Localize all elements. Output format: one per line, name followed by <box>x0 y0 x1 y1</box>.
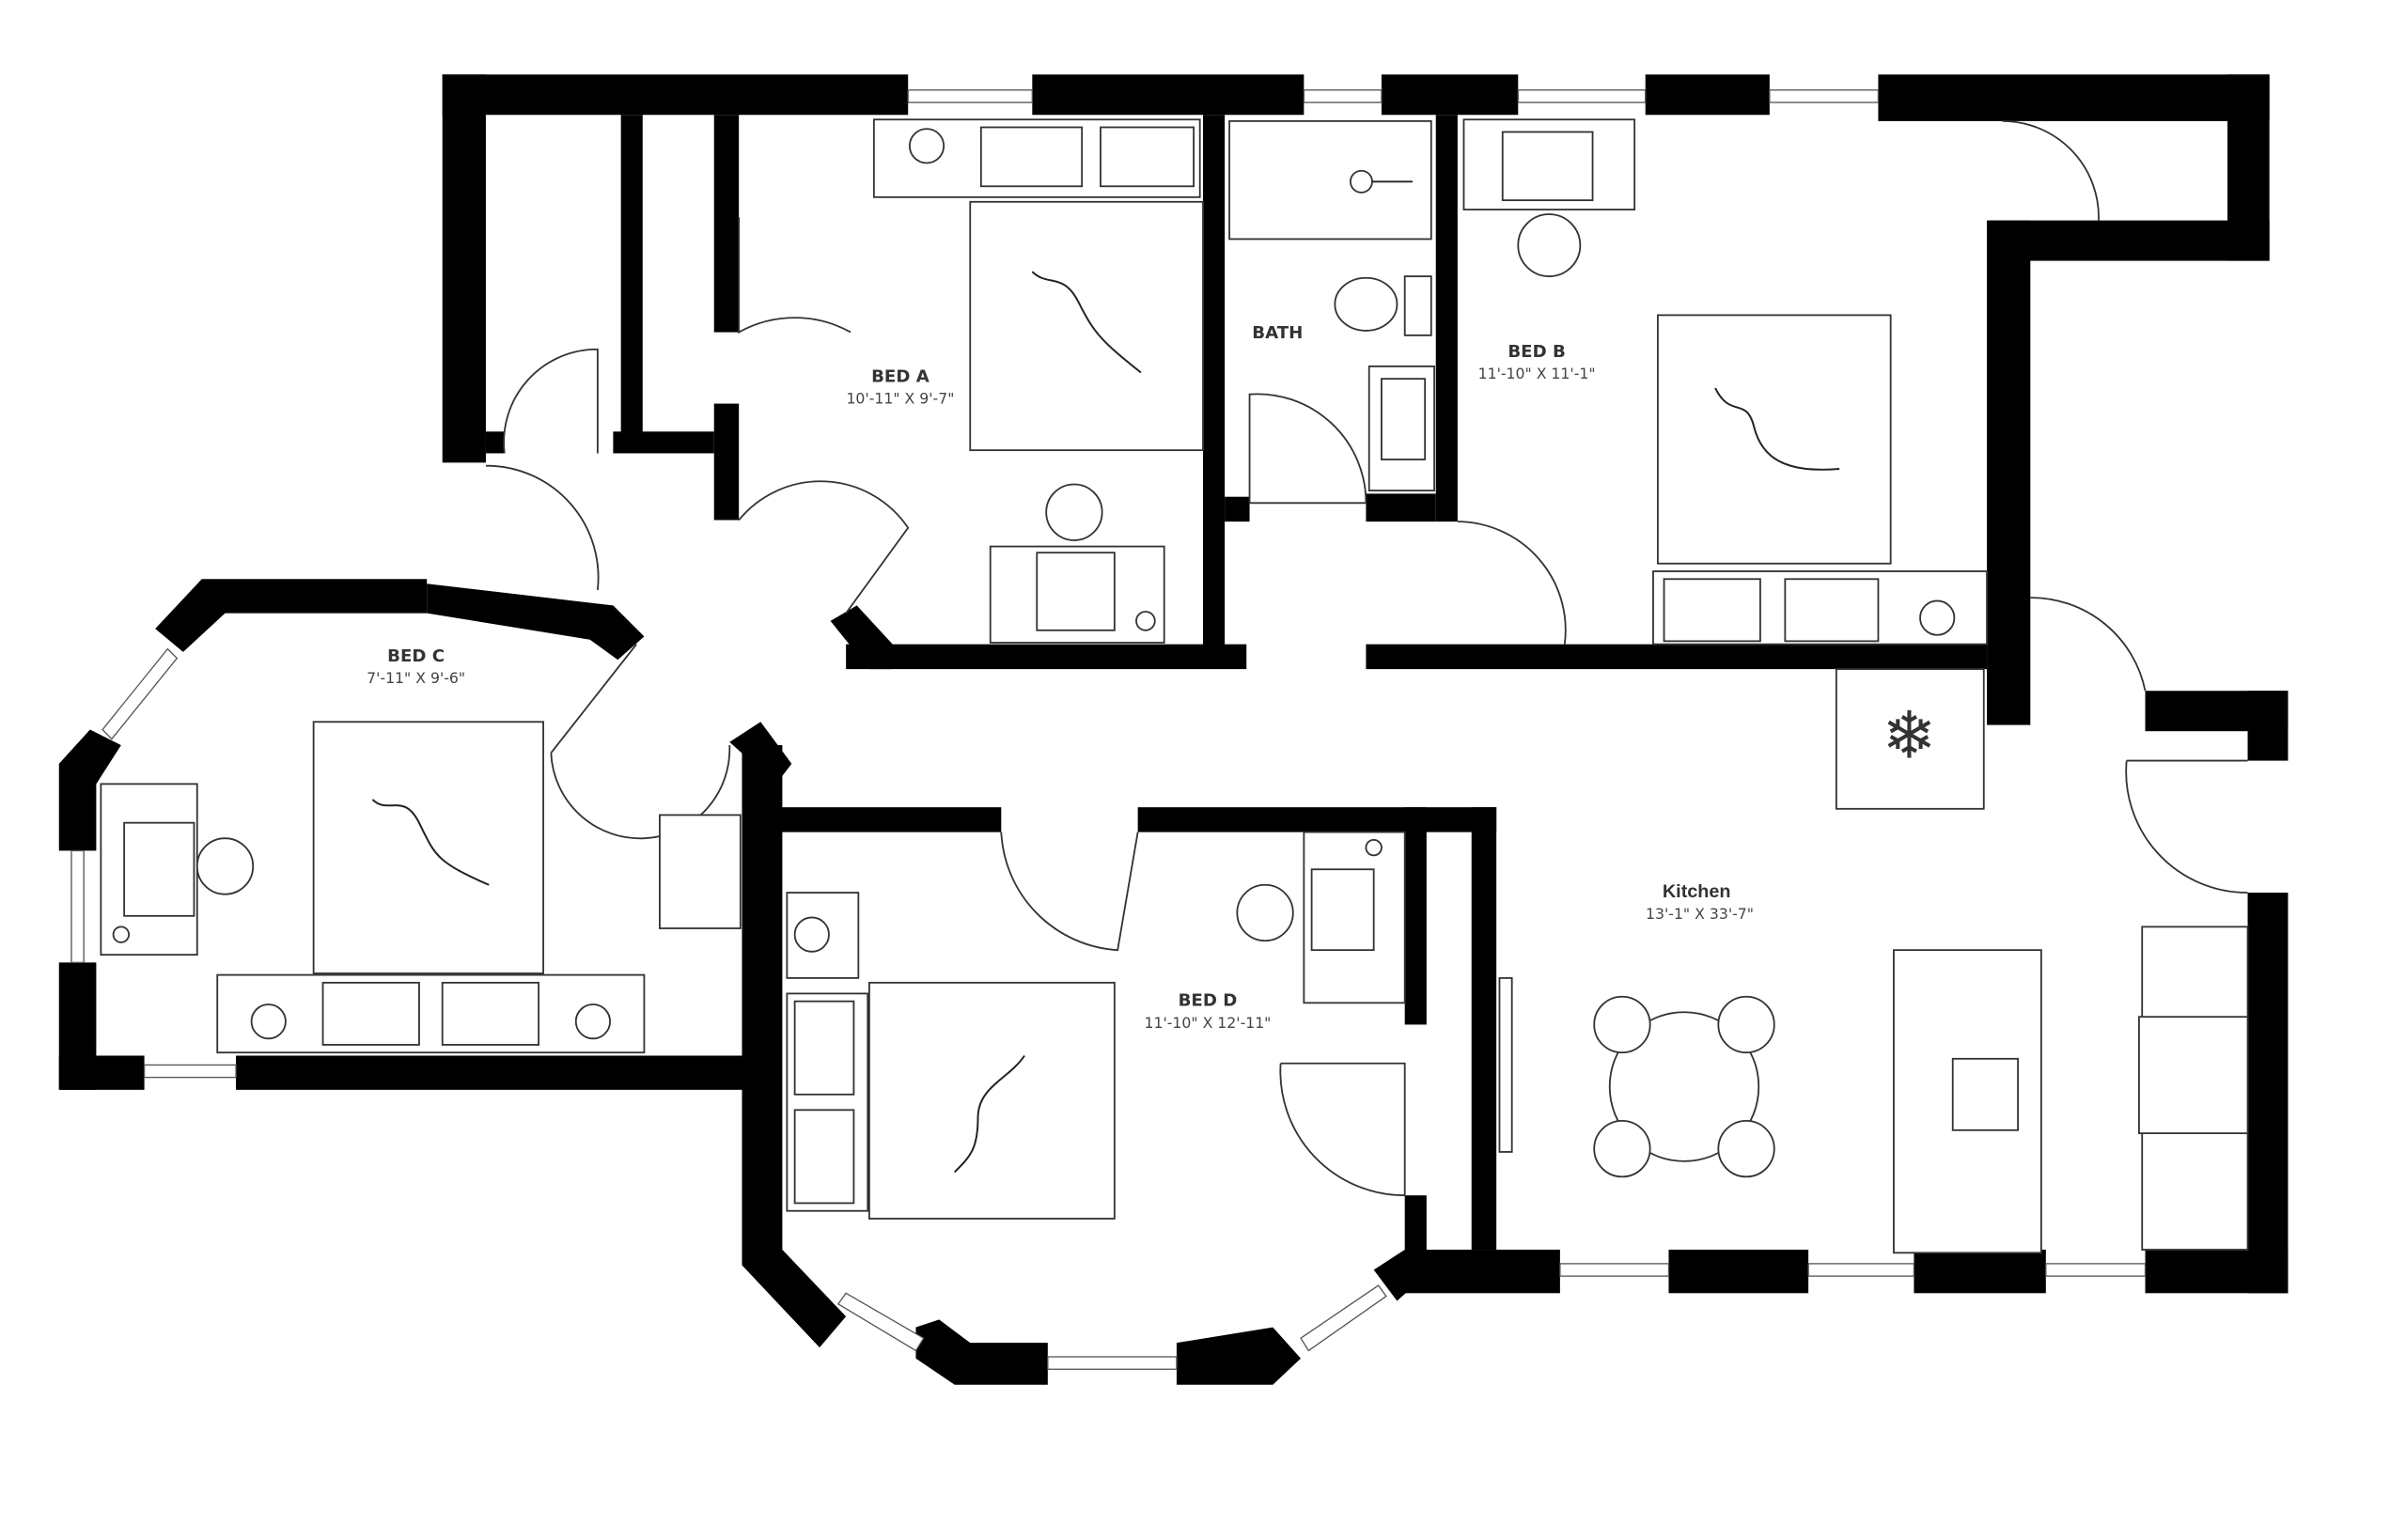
windows <box>70 89 2147 1370</box>
room-dim-bed-c: 7'-11" X 9'-6" <box>367 669 465 687</box>
room-name-kitchen: Kitchen <box>1663 881 1731 902</box>
walls <box>58 74 2289 1385</box>
room-name-bed-a: BED A <box>871 366 930 386</box>
room-dim-kitchen: 13'-1" X 33'-7" <box>1646 905 1754 923</box>
room-name-bed-d: BED D <box>1179 991 1238 1011</box>
room-dim-bed-a: 10'-11" X 9'-7" <box>846 390 954 408</box>
room-labels: BED A 10'-11" X 9'-7" BED B 11'-10" X 11… <box>367 323 1754 1032</box>
room-name-bed-c: BED C <box>387 646 445 666</box>
furniture: ❄ <box>100 118 2249 1254</box>
room-name-bath: BATH <box>1252 323 1303 343</box>
room-name-bed-b: BED B <box>1508 342 1565 362</box>
doors <box>485 119 2248 1197</box>
room-dim-bed-b: 11'-10" X 11'-1" <box>1478 365 1596 382</box>
room-dim-bed-d: 11'-10" X 12'-11" <box>1144 1014 1271 1032</box>
svg-text:❄: ❄ <box>1882 698 1936 773</box>
